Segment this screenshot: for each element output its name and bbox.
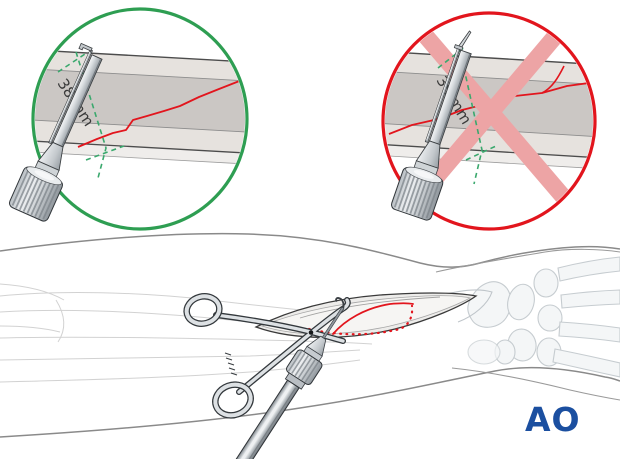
ao-logo: AO (525, 400, 581, 439)
gauge-hook-engaged (78, 42, 93, 53)
bone-forceps (183, 293, 351, 419)
fracture-line (77, 79, 243, 148)
incorrect-circle-border (381, 11, 597, 231)
cross-out-stroke-2 (409, 27, 565, 207)
dimension-38mm (57, 51, 125, 179)
inset-correct-technique: 38 mm (6, 7, 249, 231)
inset-incorrect-technique: 36 mm (381, 11, 597, 231)
depth-gauge-incorrect (389, 30, 487, 223)
incision (254, 292, 478, 339)
correct-circle-border (31, 7, 249, 231)
forceps-ratchet (224, 352, 238, 376)
gauge-handle-shaft (183, 379, 300, 459)
depth-gauge-correct (6, 42, 118, 224)
fracture-line-visible (332, 302, 414, 335)
forceps-hinge (308, 330, 314, 335)
forearm-scene: AO (0, 232, 620, 459)
arm-outline (0, 232, 620, 438)
gauge-hook (335, 297, 345, 311)
depth-gauge-in-wound (183, 297, 345, 459)
wrist-hand-bones (439, 256, 620, 378)
